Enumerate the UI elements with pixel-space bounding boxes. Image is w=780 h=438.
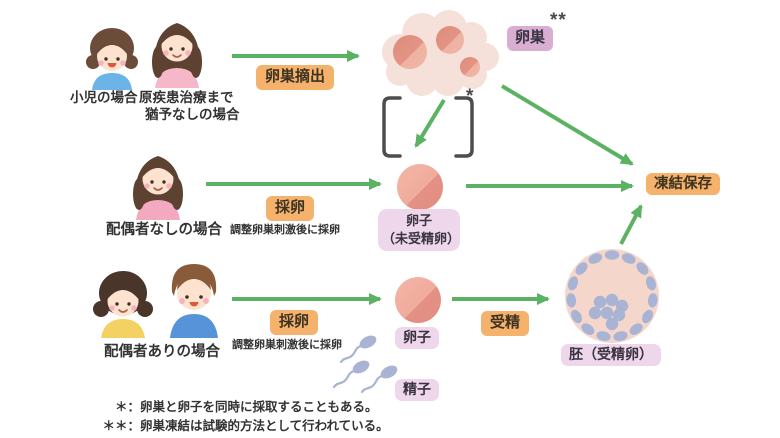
embryo-badge: 胚（受精卵） (561, 344, 661, 366)
ovary-asterisks: ** (550, 10, 567, 31)
sperm-illustration (332, 335, 398, 394)
bracket-asterisk: * (466, 86, 475, 107)
egg-illustration-unfertilized (397, 164, 443, 210)
egg-unfertilized-badge: 卵子 （未受精卵） (378, 209, 461, 252)
cryopreservation-badge: 凍結保存 (646, 173, 720, 196)
egg-unfertilized-line1: 卵子 (405, 213, 432, 228)
egg-retrieval-badge-with-spouse: 採卵 (270, 310, 319, 335)
case-label-with-spouse: 配偶者ありの場合 (104, 344, 220, 360)
woman-avatar-no-delay (152, 23, 202, 88)
footnote-1-text: 卵巣と卵子を同時に採取することもある。 (140, 400, 378, 414)
embryo-illustration (565, 249, 659, 343)
footnote-1: ＊：卵巣と卵子を同時に採取することもある。 (94, 396, 389, 415)
case-label-no-delay-line2: 猶予なしの場合 (145, 107, 240, 122)
stimulation-note-with-spouse: 調整卵巣刺激後に採卵 (232, 339, 342, 351)
ovary-badge: 卵巣 (507, 26, 554, 51)
footnote-2-marker: ＊＊： (102, 419, 140, 433)
bracket-annotation (382, 96, 474, 158)
child-avatar (86, 28, 138, 90)
egg-illustration (395, 277, 441, 323)
case-label-child: 小児の場合 (70, 90, 138, 105)
footnotes: ＊：卵巣と卵子を同時に採取することもある。 ＊＊：卵巣凍結は試験的方法として行わ… (94, 396, 389, 434)
sperm-badge: 精子 (395, 379, 439, 401)
footnote-2-text: 卵巣凍結は試験的方法として行われている。 (140, 419, 389, 433)
stimulation-note-no-spouse: 調整卵巣刺激後に採卵 (230, 224, 340, 236)
case-label-no-delay-line1: 原疾患治療まで (139, 90, 234, 105)
man-avatar (170, 264, 218, 338)
woman-avatar-with-spouse (93, 271, 153, 338)
egg-badge: 卵子 (395, 327, 439, 349)
egg-retrieval-badge-no-spouse: 採卵 (266, 196, 315, 221)
woman-avatar-no-spouse (133, 156, 183, 220)
ovariectomy-badge: 卵巣摘出 (256, 65, 335, 90)
footnote-2: ＊＊：卵巣凍結は試験的方法として行われている。 (94, 415, 389, 434)
fertilization-badge: 受精 (481, 311, 530, 336)
egg-unfertilized-line2: （未受精卵） (382, 231, 461, 247)
ovary-illustration (382, 10, 499, 96)
footnote-1-marker: ＊： (114, 400, 140, 414)
case-label-no-spouse: 配偶者なしの場合 (106, 222, 222, 238)
